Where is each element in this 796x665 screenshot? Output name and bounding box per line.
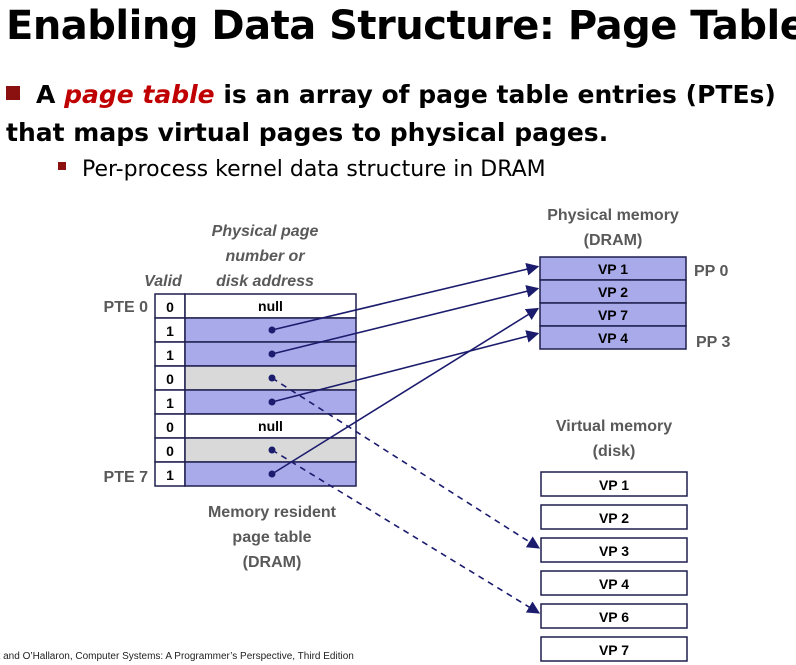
memory-pointer-arrow [271, 330, 540, 403]
bullet-sub: Per-process kernel data structure in DRA… [58, 157, 546, 182]
disk-pointer-arrow [271, 449, 541, 614]
footer-citation: nt and O’Hallaron, Computer Systems: A P… [0, 651, 354, 662]
pte-valid-bit: 1 [166, 395, 174, 411]
physical-page-box [539, 325, 687, 350]
pte-arrows [271, 262, 541, 614]
page-table-rows: 0 null 1 1 0 1 0 null 0 1 [154, 293, 357, 487]
physical-page-label: VP 7 [598, 307, 628, 323]
valid-header: Valid [144, 273, 183, 290]
virt-mem-title-line2: (disk) [593, 443, 636, 460]
virtual-page-box [540, 537, 688, 563]
pte-label-last: PTE 7 [104, 469, 149, 486]
pte-null-text: null [258, 418, 283, 434]
ppn-header-line1: Physical page [212, 223, 319, 240]
pte-valid-bit: 0 [166, 371, 174, 387]
virtual-page-box [540, 471, 688, 497]
memory-pointer-arrow [271, 285, 540, 355]
bullet-main: A page table is an array of page table e… [6, 76, 791, 152]
virtual-page-label: VP 1 [599, 477, 629, 493]
pte-valid-bit: 0 [166, 419, 174, 435]
ppn-header-line2: number or [225, 248, 305, 265]
bullet-sub-text: Per-process kernel data structure in DRA… [82, 157, 546, 182]
pt-caption-line1: Memory resident [208, 504, 337, 521]
virtual-page-label: VP 6 [599, 609, 629, 625]
phys-mem-title-line1: Physical memory [547, 207, 679, 224]
pp3-label: PP 3 [696, 334, 731, 351]
bullet-main-rest: is an array of page table entries (PTEs)… [6, 80, 776, 147]
pp0-label: PP 0 [694, 263, 729, 280]
phys-mem-title-line2: (DRAM) [584, 232, 643, 249]
virtual-page-box [540, 504, 688, 530]
page-title: Enabling Data Structure: Page Table [6, 3, 796, 49]
virtual-page-box [540, 636, 688, 662]
physical-memory-pages: VP 1 VP 2 VP 7 VP 4 [539, 256, 687, 350]
virtual-page-label: VP 2 [599, 510, 629, 526]
pte-valid-cell [154, 437, 186, 463]
ppn-header-line3: disk address [216, 273, 314, 290]
pte-valid-bit: 0 [166, 443, 174, 459]
virtual-page-box [540, 603, 688, 629]
pte-valid-cell [154, 389, 186, 415]
virtual-page-label: VP 4 [599, 576, 629, 592]
physical-page-label: VP 1 [598, 261, 628, 277]
memory-pointer-arrow [271, 307, 540, 475]
virt-mem-title-line1: Virtual memory [556, 418, 672, 435]
bullet-main-prefix: A [36, 80, 65, 109]
virtual-page-box [540, 570, 688, 596]
bullet-main-emphasis: page table [64, 80, 215, 109]
pte-valid-bit: 0 [166, 299, 174, 315]
virtual-page-label: VP 7 [599, 642, 629, 658]
physical-page-label: VP 2 [598, 284, 628, 300]
pte-valid-bit: 1 [166, 347, 174, 363]
pte-address-cell [184, 293, 357, 319]
pte-valid-bit: 1 [166, 323, 174, 339]
pte-label-first: PTE 0 [104, 299, 149, 316]
pte-null-text: null [258, 298, 283, 314]
pt-caption-line3: (DRAM) [243, 554, 302, 571]
pt-caption-line2: page table [232, 529, 311, 546]
pte-valid-bit: 1 [166, 467, 174, 483]
pte-valid-cell [154, 317, 186, 343]
bullet-square-icon [6, 86, 20, 100]
virtual-page-label: VP 3 [599, 543, 629, 559]
pte-valid-cell [154, 461, 186, 487]
disk-pointer-arrow [271, 377, 541, 549]
virtual-memory-pages: VP 1 VP 2 VP 3 VP 4 VP 6 VP 7 [540, 471, 688, 662]
memory-pointer-arrow [271, 262, 540, 331]
sub-bullet-square-icon [58, 162, 66, 170]
physical-page-label: VP 4 [598, 330, 628, 346]
